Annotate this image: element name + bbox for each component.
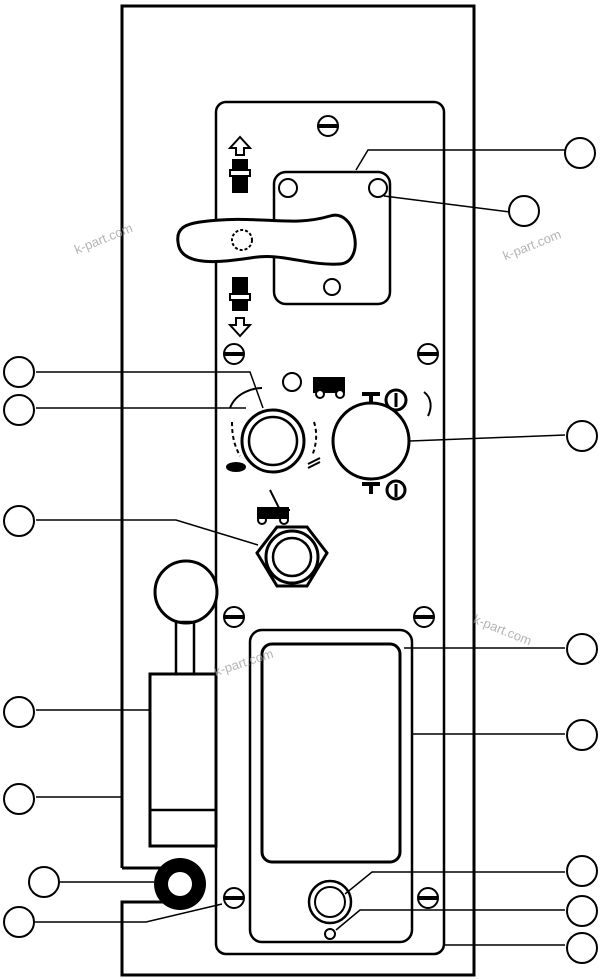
speed-arc-left	[231, 421, 241, 457]
hand-throttle-symbol-icon	[313, 377, 345, 399]
callout-circle	[566, 895, 598, 927]
screw-lower-left	[223, 606, 245, 628]
screw-top	[317, 115, 339, 137]
lever-housing	[148, 672, 218, 848]
callout-circle	[566, 932, 598, 964]
callout-circles-left	[3, 356, 60, 938]
tractor-reverse-icon	[227, 277, 253, 338]
callout-circle	[566, 420, 598, 452]
callout-circle	[566, 855, 598, 887]
leader-lines-right	[335, 149, 566, 946]
callout-circles-right	[508, 137, 598, 964]
pto-arrow	[423, 391, 432, 417]
hare-fast-icon	[307, 457, 321, 469]
pto-on-icon	[362, 388, 408, 412]
callout-circle	[3, 906, 35, 938]
leader-lines-left	[34, 371, 264, 923]
callout-circle	[3, 356, 35, 388]
gate-screw-bottom	[323, 278, 341, 296]
tractor-forward-icon	[227, 135, 253, 193]
watermark-text: k-part.com	[72, 220, 135, 257]
screw-mid-left	[223, 343, 245, 365]
watermark-text: k-part.com	[501, 226, 564, 263]
callout-circle	[3, 783, 35, 815]
housing-outline	[120, 4, 476, 977]
screw-bottom-right	[417, 887, 439, 909]
lever-ball-knob	[153, 559, 219, 625]
pto-off-icon	[362, 479, 407, 501]
callout-circle	[3, 696, 35, 728]
callout-circle	[564, 137, 596, 169]
speed-arc-right	[311, 421, 318, 457]
gauge-dial-icon	[282, 372, 302, 392]
gate-screw-tl	[278, 178, 298, 198]
dump-knob-outer	[264, 529, 320, 585]
callout-circle	[566, 719, 598, 751]
shift-lever	[176, 213, 357, 266]
pto-knob	[331, 401, 411, 481]
turtle-slow-icon	[226, 462, 246, 472]
watermark-text: k-part.com	[212, 646, 275, 679]
dump-knob-nut	[255, 525, 329, 588]
callout-circle	[28, 866, 60, 898]
watermark-text: k-part.com	[471, 611, 534, 648]
mounting-plate	[214, 100, 446, 956]
callout-circle	[3, 394, 35, 426]
screw-mid-right	[417, 343, 439, 365]
lever-symbol-icon	[231, 229, 253, 251]
callout-circle	[508, 195, 540, 227]
lever-shaft	[174, 620, 196, 676]
dump-trailer-icon	[257, 489, 290, 525]
dump-knob-inner	[271, 536, 313, 578]
display-window	[260, 642, 402, 864]
speed-arc-arrow	[229, 387, 263, 409]
key-switch-outer	[307, 879, 353, 925]
small-pin	[324, 928, 336, 940]
speed-knob-inner	[247, 415, 299, 467]
gate-screw-tr	[368, 178, 388, 198]
speed-knob-outer	[240, 408, 306, 474]
screw-lower-right	[413, 606, 435, 628]
callout-circle	[566, 633, 598, 665]
callout-circle	[3, 505, 35, 537]
screw-bottom-left	[223, 887, 245, 909]
grommet-inner	[168, 872, 192, 896]
key-switch-inner	[314, 886, 346, 918]
display-frame-outer	[248, 628, 414, 944]
